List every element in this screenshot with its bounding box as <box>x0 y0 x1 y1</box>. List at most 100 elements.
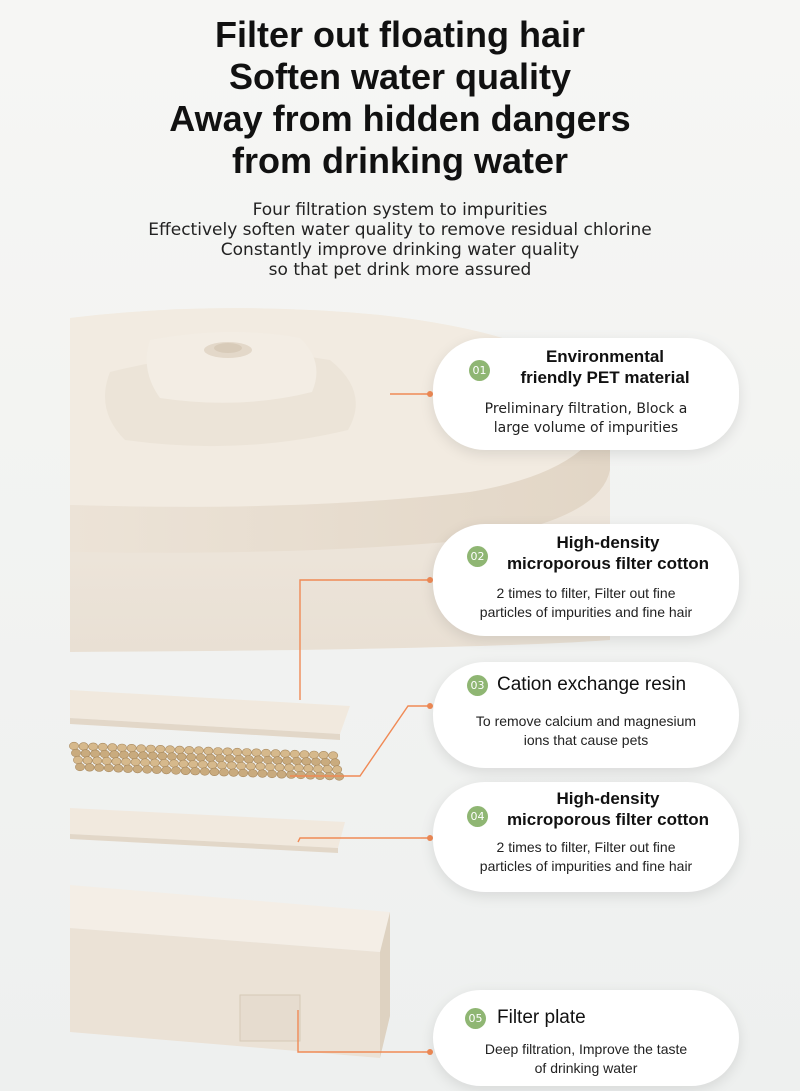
resin-bead <box>159 758 170 768</box>
resin-bead <box>117 743 127 752</box>
resin-bead <box>203 746 214 756</box>
resin-bead <box>71 748 81 758</box>
layer-title-line: Filter plate <box>497 1007 586 1028</box>
resin-bead <box>272 756 283 765</box>
resin-bead <box>103 763 114 773</box>
resin-bead <box>261 748 271 758</box>
layer-description: Preliminary filtration, Block a large vo… <box>453 400 719 438</box>
resin-bead <box>330 758 341 767</box>
resin-bead <box>303 764 314 773</box>
resin-bead <box>109 750 120 759</box>
resin-bead <box>253 755 264 764</box>
resin-beads <box>69 741 345 781</box>
resin-bead <box>97 742 108 752</box>
resin-bead <box>286 770 297 779</box>
resin-bead <box>126 743 137 753</box>
layer-description-line: Preliminary filtration, Block a <box>484 401 688 417</box>
resin-bead <box>73 755 83 765</box>
resin-bead <box>167 752 177 761</box>
resin-bead <box>291 756 302 766</box>
resin-bead <box>145 744 156 753</box>
resin-bead <box>257 769 268 778</box>
resin-bead <box>94 763 105 772</box>
layer-card-2: 02 High-density microporous filter cotto… <box>433 524 739 636</box>
filter-cotton-upper <box>70 690 350 740</box>
resin-bead <box>236 761 247 771</box>
resin-bead <box>142 765 153 774</box>
layer-description-line: particles of impurities and fine hair <box>479 858 693 874</box>
resin-bead <box>128 750 139 760</box>
resin-bead <box>75 762 85 772</box>
resin-bead <box>140 758 151 767</box>
resin-bead <box>199 767 210 776</box>
subtitle-line: Constantly improve drinking water qualit… <box>220 240 580 260</box>
resin-bead <box>190 767 201 776</box>
resin-bead <box>130 757 141 767</box>
layer-title-line: friendly PET material <box>520 368 690 387</box>
resin-bead <box>234 754 245 764</box>
resin-bead <box>80 749 91 758</box>
resin-bead <box>320 757 331 767</box>
layer-number-badge: 04 <box>467 806 488 827</box>
resin-bead <box>284 763 295 772</box>
layer-description: To remove calcium and magnesium ions tha… <box>453 712 719 750</box>
resin-bead <box>161 765 172 775</box>
resin-bead <box>226 761 237 770</box>
resin-bead <box>188 760 199 769</box>
layer-number-badge: 05 <box>465 1008 486 1029</box>
resin-bead <box>328 751 339 760</box>
resin-bead <box>186 753 197 762</box>
layer-title-line: Environmental <box>545 347 665 366</box>
resin-bead <box>332 765 343 774</box>
resin-bead <box>157 751 168 761</box>
resin-bead <box>224 754 235 763</box>
layer-card-1: 01 Environmental friendly PET material P… <box>433 338 739 450</box>
subtitle-line: Effectively soften water quality to remo… <box>148 220 652 240</box>
layer-title-line: High-density <box>556 533 660 552</box>
resin-bead <box>78 742 89 751</box>
layer-title-line: Cation exchange resin <box>497 674 687 695</box>
resin-bead <box>92 756 103 765</box>
resin-bead <box>207 760 218 770</box>
resin-bead <box>151 765 162 774</box>
resin-bead <box>318 750 329 760</box>
resin-bead <box>107 743 118 752</box>
resin-bead <box>171 766 181 775</box>
layer-description-line: 2 times to filter, Filter out fine <box>496 585 676 601</box>
resin-bead <box>232 747 243 757</box>
resin-bead <box>295 770 306 780</box>
headline: Filter out floating hair Soften water qu… <box>0 14 800 182</box>
subtitle: Four filtration system to impurities Eff… <box>0 200 800 280</box>
layer-description-line: of drinking water <box>534 1060 638 1076</box>
layer-description-line: ions that cause pets <box>523 732 649 748</box>
resin-bead <box>99 749 110 759</box>
resin-bead <box>289 749 300 759</box>
resin-bead <box>111 757 122 766</box>
filter-cotton-lower <box>70 808 345 853</box>
layer-number-badge: 03 <box>467 675 488 696</box>
resin-bead <box>132 764 143 774</box>
resin-bead <box>215 754 225 763</box>
resin-bead <box>209 767 220 777</box>
layer-title-line: microporous filter cotton <box>506 554 710 573</box>
layer-number-badge: 02 <box>467 546 488 567</box>
layer-description-line: Deep filtration, Improve the taste <box>484 1041 688 1057</box>
layer-card-3: 03 Cation exchange resin To remove calci… <box>433 662 739 768</box>
subtitle-line: Four filtration system to impurities <box>252 200 548 220</box>
resin-bead <box>228 768 239 777</box>
resin-bead <box>205 753 216 763</box>
resin-bead <box>280 749 291 758</box>
resin-bead <box>213 747 223 756</box>
connector-lines <box>290 393 430 1053</box>
resin-bead <box>293 763 304 773</box>
resin-bead <box>195 753 206 762</box>
resin-bead <box>178 759 189 769</box>
resin-bead <box>322 764 333 774</box>
layer-title-line: High-density <box>556 789 660 808</box>
resin-bead <box>245 762 256 771</box>
resin-bead <box>299 750 310 759</box>
resin-bead <box>217 761 227 770</box>
resin-bead <box>121 757 131 766</box>
layer-number-badge: 01 <box>469 360 490 381</box>
layer-description-line: large volume of impurities <box>493 420 679 436</box>
